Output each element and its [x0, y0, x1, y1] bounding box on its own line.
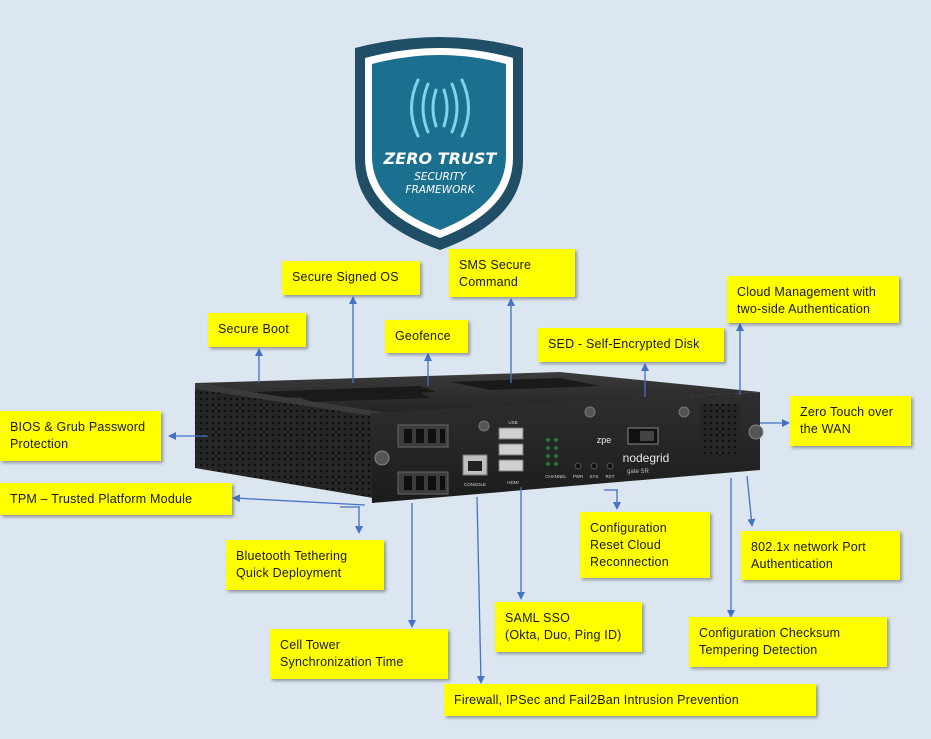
arrow-port-auth — [746, 475, 756, 527]
nodegrid-gate-sr-device: CONSOLE USB HDMI CHANNEL PWR — [195, 372, 764, 503]
label-config-checksum: Configuration Checksum Tempering Detecti… — [689, 617, 887, 667]
rst-label: RST — [606, 474, 615, 479]
connector-arrows — [168, 296, 790, 684]
label-zero-touch: Zero Touch over the WAN — [790, 396, 911, 446]
product-name: nodegrid — [623, 451, 670, 465]
channel-label: CHANNEL — [545, 474, 567, 479]
antenna-knob-right — [748, 424, 764, 440]
product-model: gate SR — [627, 469, 649, 475]
label-bios-grub: BIOS & Grub Password Protection — [0, 411, 161, 461]
label-secure-boot: Secure Boot — [208, 313, 306, 347]
device-left-side-vents — [195, 383, 385, 500]
label-port-auth: 802.1x network Port Authentication — [741, 531, 900, 580]
console-port-label: CONSOLE — [464, 482, 486, 487]
device-top-surface — [195, 372, 760, 413]
indicator-buttons — [574, 462, 614, 470]
label-firewall: Firewall, IPSec and Fail2Ban Intrusion P… — [444, 684, 816, 716]
zero-trust-shield-badge: ZERO TRUST SECURITY FRAMEWORK — [355, 37, 523, 250]
label-cloud-management: Cloud Management with two-side Authentic… — [727, 276, 899, 323]
badge-line3: FRAMEWORK — [405, 184, 475, 196]
label-sms-secure-command: SMS Secure Command — [449, 249, 575, 297]
label-cell-tower: Cell Tower Synchronization Time — [270, 629, 448, 679]
brand-zpe: zpe — [597, 435, 612, 445]
label-config-reset: Configuration Reset Cloud Reconnection — [580, 512, 710, 578]
label-tpm: TPM – Trusted Platform Module — [0, 483, 232, 515]
label-geofence: Geofence — [385, 320, 468, 353]
usb-port-label: USB — [508, 420, 517, 425]
pwr-label: PWR — [573, 474, 584, 479]
terminal-block-connectors — [397, 424, 449, 495]
label-saml-sso: SAML SSO (Okta, Duo, Ping ID) — [495, 602, 642, 652]
fingerprint-logo-icon — [410, 78, 470, 138]
heatsink-fins — [230, 378, 600, 406]
label-bluetooth: Bluetooth Tethering Quick Deployment — [226, 540, 384, 590]
badge-title: ZERO TRUST — [383, 149, 498, 168]
hdmi-port-label: HDMI — [507, 480, 519, 485]
shield-inner — [372, 55, 506, 230]
front-grille — [700, 404, 740, 454]
label-sed: SED - Self-Encrypted Disk — [538, 328, 724, 362]
sys-label: SYS — [589, 474, 598, 479]
status-leds — [546, 438, 558, 466]
usb-ports — [498, 427, 524, 472]
badge-line2: SECURITY — [414, 171, 467, 183]
antenna-knob-left — [374, 450, 390, 466]
arrow-tpm — [232, 494, 366, 506]
label-secure-signed-os: Secure Signed OS — [282, 261, 420, 295]
arrow-firewall — [476, 496, 485, 684]
